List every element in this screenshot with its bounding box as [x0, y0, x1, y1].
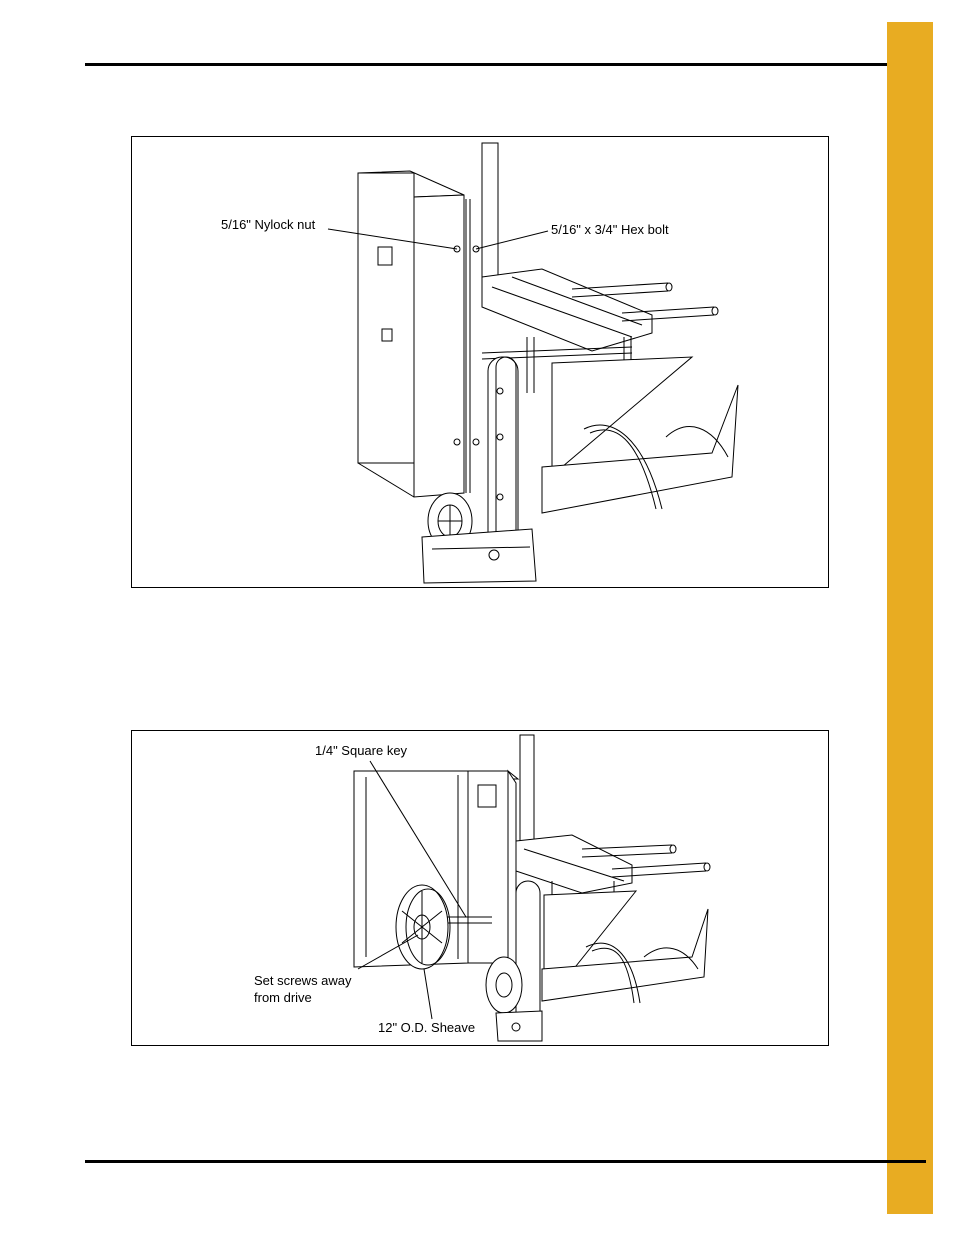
- callout-nylock-nut: 5/16" Nylock nut: [221, 217, 316, 232]
- callout-hex-bolt: 5/16" x 3/4" Hex bolt: [551, 222, 669, 237]
- drive-assembly-illustration-bottom: [353, 734, 711, 1042]
- header-rule: [85, 63, 926, 66]
- callout-square-key: 1/4" Square key: [315, 743, 408, 758]
- drive-assembly-illustration-top: [327, 142, 739, 584]
- figure-bottom: 1/4" Square key Set screws away from dri…: [131, 730, 829, 1046]
- callout-sheave: 12" O.D. Sheave: [378, 1020, 476, 1035]
- callout-set-screws: Set screws away from drive: [254, 973, 352, 1005]
- footer-rule: [85, 1160, 926, 1163]
- chapter-tab: [887, 22, 933, 1214]
- figure-top: 5/16" Nylock nut 5/16" x 3/4" Hex bolt: [131, 136, 829, 588]
